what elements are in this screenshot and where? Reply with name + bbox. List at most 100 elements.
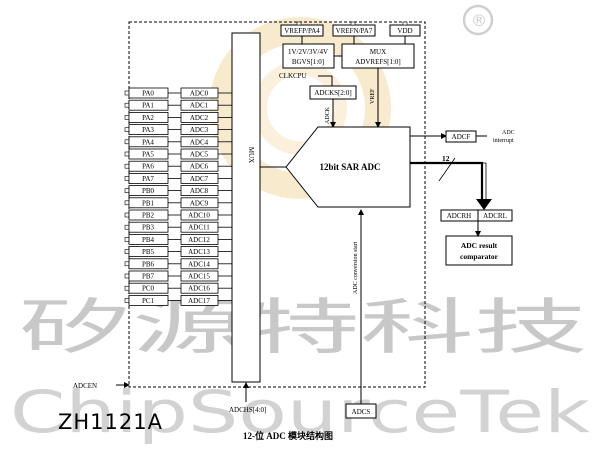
clkcpu-label: CLKCPU bbox=[279, 72, 307, 80]
registered-mark: ® bbox=[471, 11, 487, 30]
pin-name: PB0 bbox=[142, 187, 155, 195]
pin-row: PB6 ADC14 bbox=[124, 258, 232, 270]
comparator-label-line1: ADC result bbox=[461, 241, 498, 250]
interrupt-label-line2: interrupt bbox=[493, 138, 514, 144]
adck-label: ADCK bbox=[325, 106, 331, 124]
pin-pad bbox=[124, 188, 130, 193]
pin-name: PA4 bbox=[142, 138, 154, 146]
pin-name: PB3 bbox=[142, 224, 155, 232]
adcs-label: ADCS bbox=[352, 408, 371, 416]
pin-name: PB1 bbox=[142, 199, 155, 207]
adc-channel-name: ADC2 bbox=[190, 114, 209, 122]
adc-channel-name: ADC10 bbox=[188, 212, 210, 220]
pin-name: PB4 bbox=[142, 236, 155, 244]
pin-pad bbox=[124, 139, 130, 145]
adcrl-label: ADCRL bbox=[483, 212, 507, 220]
pin-row: PA4 ADC4 bbox=[124, 136, 232, 148]
vrefn-label: VREFN/PA7 bbox=[336, 27, 373, 35]
pin-name: PB5 bbox=[142, 248, 155, 256]
pin-row: PB4 ADC12 bbox=[124, 233, 232, 245]
pin-name: PA0 bbox=[142, 90, 154, 98]
adcen-label: ADCEN bbox=[73, 382, 97, 390]
bgvs-voltages: 1V/2V/3V/4V bbox=[288, 48, 328, 56]
vdd-label: VDD bbox=[397, 27, 412, 35]
adc-channel-name: ADC7 bbox=[190, 175, 209, 183]
adc-channel-name: ADC3 bbox=[190, 126, 209, 134]
adcks-label: ADCKS[2:0] bbox=[314, 89, 351, 97]
pin-pad bbox=[124, 212, 130, 218]
adc-channel-name: ADC9 bbox=[190, 199, 209, 207]
pin-pad bbox=[124, 298, 130, 303]
pin-name: PB7 bbox=[142, 273, 155, 281]
pin-pad bbox=[124, 200, 130, 206]
conversion-start-label: ADC conversion start bbox=[353, 241, 359, 294]
bgvs-block bbox=[282, 43, 335, 69]
sar-adc-core bbox=[260, 126, 411, 208]
pin-row: PA2 ADC2 bbox=[124, 112, 232, 123]
adcf-label: ADCF bbox=[452, 133, 471, 141]
adcrh-label: ADCRH bbox=[447, 212, 472, 220]
interrupt-label-line1: ADC bbox=[502, 130, 515, 136]
result-comparator bbox=[445, 235, 513, 266]
pin-pad bbox=[124, 151, 130, 157]
vrefp-label: VREFP/PA4 bbox=[284, 27, 320, 35]
pin-name: PA1 bbox=[142, 102, 154, 110]
pin-row: PB0 ADC8 bbox=[124, 185, 232, 197]
pin-name: PA2 bbox=[142, 114, 154, 122]
pin-pad bbox=[124, 249, 130, 254]
advrefs-label: ADVREFS[1:0] bbox=[355, 58, 401, 66]
pin-pad bbox=[124, 261, 130, 267]
pin-pad bbox=[124, 273, 130, 279]
adc-channel-name: ADC8 bbox=[190, 187, 209, 195]
pin-name: PA7 bbox=[142, 175, 154, 183]
adc-channel-name: ADC13 bbox=[188, 248, 210, 256]
pin-pad bbox=[124, 285, 130, 291]
bgvs-register: BGVS[1:0] bbox=[292, 58, 324, 66]
adcrl-register bbox=[477, 209, 513, 222]
watermark-english-text: ChipSourceTek bbox=[10, 378, 591, 446]
pin-name: PA6 bbox=[142, 163, 154, 171]
pin-pad bbox=[124, 237, 130, 242]
pin-row: PA7 ADC7 bbox=[124, 172, 232, 184]
part-number: ZH1121A bbox=[58, 410, 163, 434]
data-bus bbox=[410, 161, 484, 202]
reference-mux-label: MUX bbox=[370, 48, 386, 56]
sar-adc-label: 12bit SAR ADC bbox=[319, 162, 380, 172]
adc-channel-name: ADC14 bbox=[188, 260, 210, 268]
bus-width-label: 12 bbox=[442, 154, 450, 163]
adc-channel-name: ADC0 bbox=[190, 90, 209, 98]
pin-pad bbox=[124, 163, 130, 169]
comparator-label-line2: comparator bbox=[460, 252, 499, 261]
pin-pad bbox=[124, 224, 130, 230]
pin-row: PB7 ADC15 bbox=[124, 270, 232, 282]
watermark-chinese-text: 矽源特科技 bbox=[18, 293, 588, 363]
adc-channel-name: ADC15 bbox=[188, 273, 210, 281]
adchs-label: ADCHS[4:0] bbox=[229, 406, 266, 414]
pin-row: PC1 ADC17 bbox=[124, 294, 232, 306]
pin-name: PC1 bbox=[142, 297, 155, 305]
vref-label: VREF bbox=[370, 88, 376, 104]
pin-pad bbox=[124, 102, 130, 108]
pin-pad bbox=[124, 90, 130, 96]
pin-name: PB6 bbox=[142, 260, 155, 268]
pin-row: PB1 ADC9 bbox=[124, 197, 232, 209]
module-boundary bbox=[128, 21, 426, 388]
adc-channel-name: ADC12 bbox=[188, 236, 210, 244]
adc-channel-name: ADC4 bbox=[190, 138, 209, 146]
adc-channel-name: ADC16 bbox=[188, 285, 210, 293]
pin-row: PB5 ADC13 bbox=[124, 246, 232, 258]
adc-channel-name: ADC1 bbox=[190, 102, 209, 110]
pin-name: PA5 bbox=[142, 151, 154, 159]
analog-mux bbox=[231, 32, 261, 383]
adc-channel-name: ADC17 bbox=[188, 297, 210, 305]
registered-mark-circle bbox=[462, 4, 494, 36]
pin-pad bbox=[124, 127, 130, 132]
